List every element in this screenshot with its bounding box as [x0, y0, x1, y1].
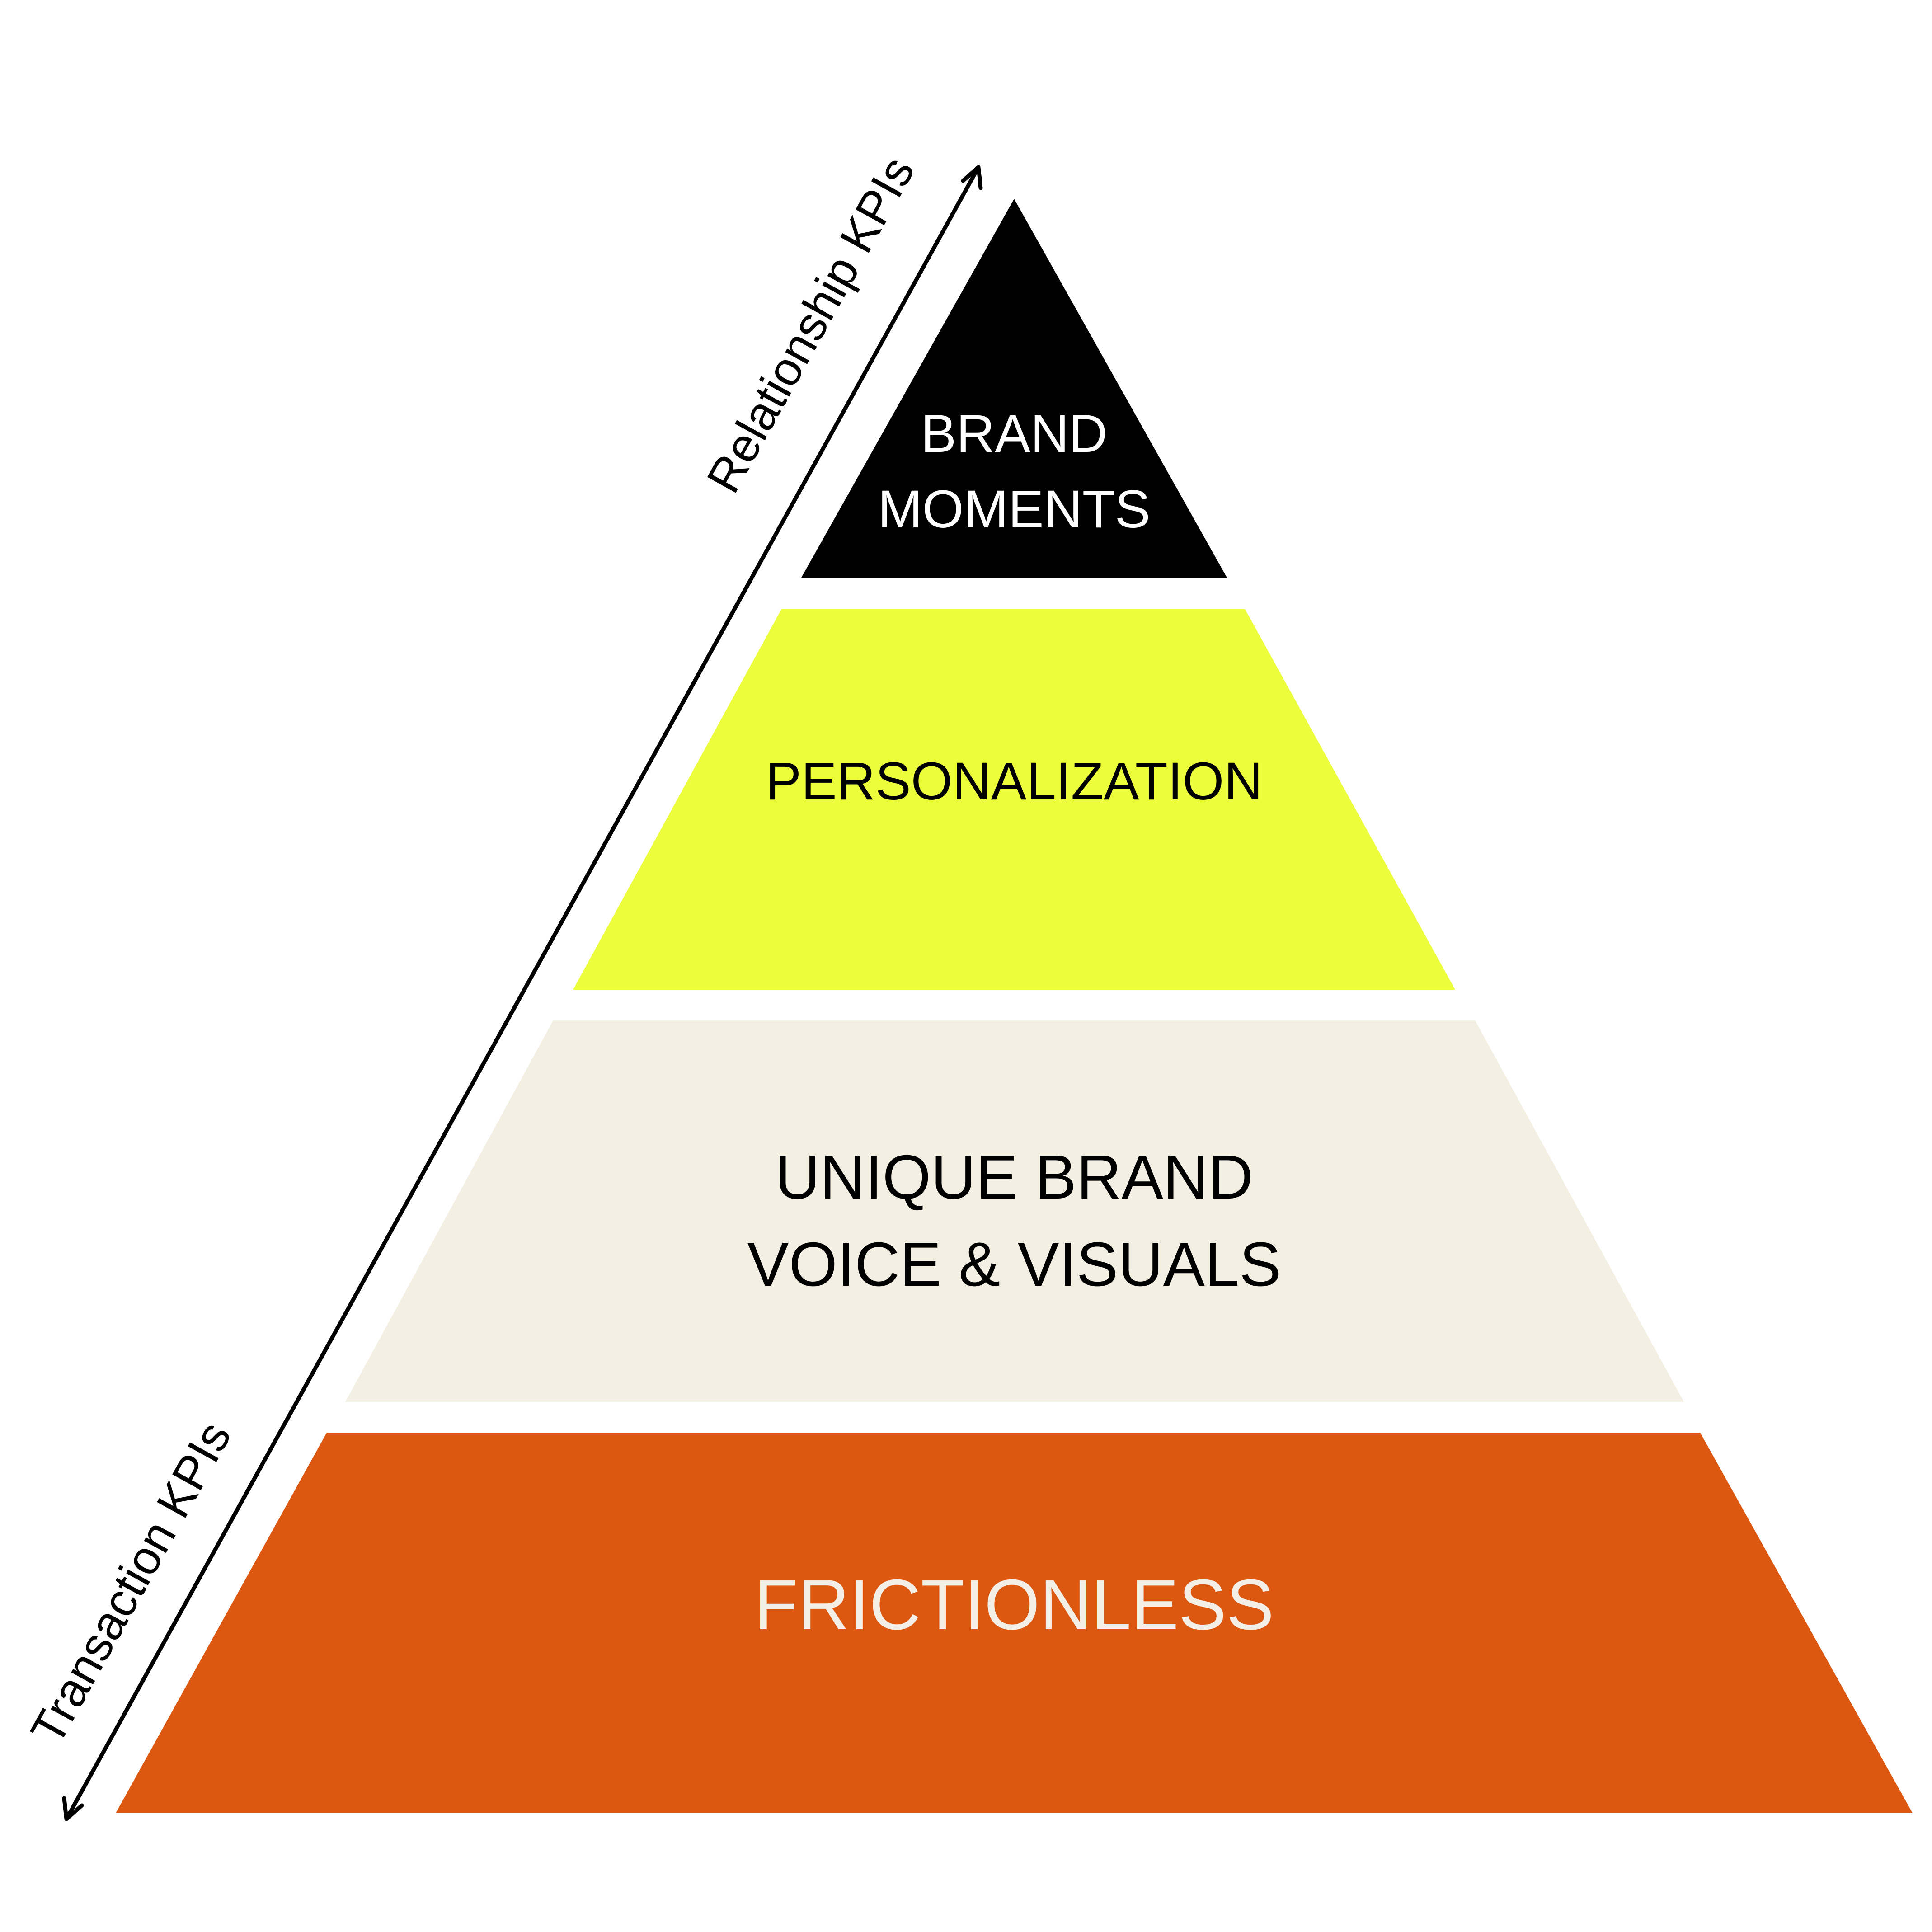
tier-frictionless-shape [116, 1433, 1913, 1813]
tier-brand-moments-shape [801, 199, 1227, 578]
tier-unique-brand: UNIQUE BRAND VOICE & VISUALS [345, 1020, 1684, 1402]
tier-unique-brand-shape [345, 1020, 1684, 1402]
kpi-axis-arrow [62, 165, 983, 1821]
tier-personalization-shape [573, 609, 1455, 990]
tier-brand-moments: BRAND MOMENTS [801, 199, 1227, 578]
tier-brand-moments-label-line-2: MOMENTS [878, 479, 1150, 539]
tier-frictionless: FRICTIONLESS [116, 1433, 1913, 1813]
kpi-axis-line [64, 165, 981, 1821]
arrowhead-up-icon [961, 165, 983, 190]
tier-unique-brand-label-line-2: VOICE & VISUALS [747, 1230, 1281, 1299]
tier-personalization-label: PERSONALIZATION [766, 752, 1262, 811]
tier-brand-moments-label-line-1: BRAND [921, 404, 1107, 464]
tier-unique-brand-label-line-1: UNIQUE BRAND [775, 1142, 1253, 1212]
arrowhead-down-icon [62, 1796, 84, 1821]
tier-personalization: PERSONALIZATION [573, 609, 1455, 990]
tier-frictionless-label: FRICTIONLESS [754, 1565, 1274, 1645]
